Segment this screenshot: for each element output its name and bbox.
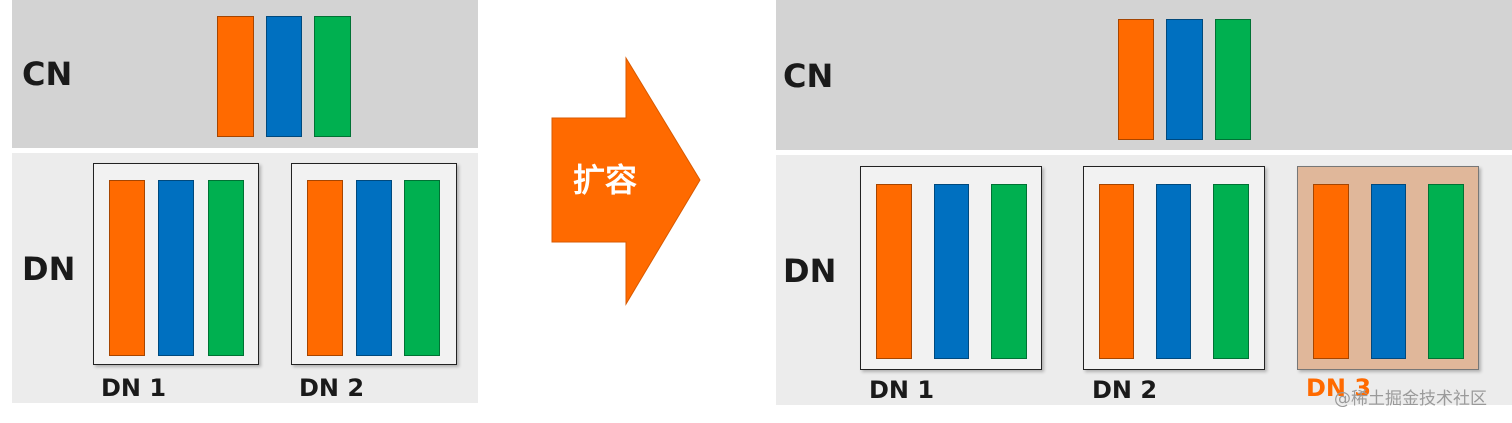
before-dn2-bar-green: [404, 180, 440, 356]
before-dn1-bar-orange: [109, 180, 145, 356]
before-dn-label: DN: [22, 250, 76, 288]
before-cn-label: CN: [22, 55, 73, 93]
after-cn-label: CN: [783, 57, 834, 95]
before-dn2-bar-orange: [307, 180, 343, 356]
after-dn1-bar-blue: [934, 184, 969, 359]
after-node-dn3-label: DN 3: [1306, 374, 1372, 402]
before-node-dn2-label: DN 2: [299, 374, 365, 402]
scale-out-arrow-label: 扩容: [573, 161, 638, 199]
after-cn-bar-blue: [1166, 19, 1203, 140]
after-dn3-bar-orange: [1313, 184, 1349, 359]
before-cn-bar-green: [314, 16, 351, 137]
after-dn2-bar-green: [1213, 184, 1249, 359]
before-dn1-bar-blue: [158, 180, 194, 356]
before-dn2-bar-blue: [356, 180, 392, 356]
after-cn-bar-green: [1215, 19, 1251, 140]
after-dn1-bar-green: [991, 184, 1027, 359]
after-dn2-bar-blue: [1156, 184, 1191, 359]
after-dn3-bar-blue: [1371, 184, 1406, 359]
after-dn-label: DN: [783, 252, 837, 290]
after-node-dn2-label: DN 2: [1092, 376, 1158, 404]
after-cn-bar-orange: [1118, 19, 1154, 140]
after-dn2-bar-orange: [1099, 184, 1134, 359]
before-dn1-bar-green: [208, 180, 244, 356]
before-cn-bar-blue: [266, 16, 302, 137]
before-node-dn1-label: DN 1: [101, 374, 167, 402]
scale-out-arrow-icon: [551, 56, 701, 306]
before-cn-bar-orange: [217, 16, 254, 137]
after-dn1-bar-orange: [876, 184, 912, 359]
after-node-dn1-label: DN 1: [869, 376, 935, 404]
after-dn3-bar-green: [1428, 184, 1464, 359]
watermark-text: @稀土掘金技术社区: [1334, 389, 1487, 409]
